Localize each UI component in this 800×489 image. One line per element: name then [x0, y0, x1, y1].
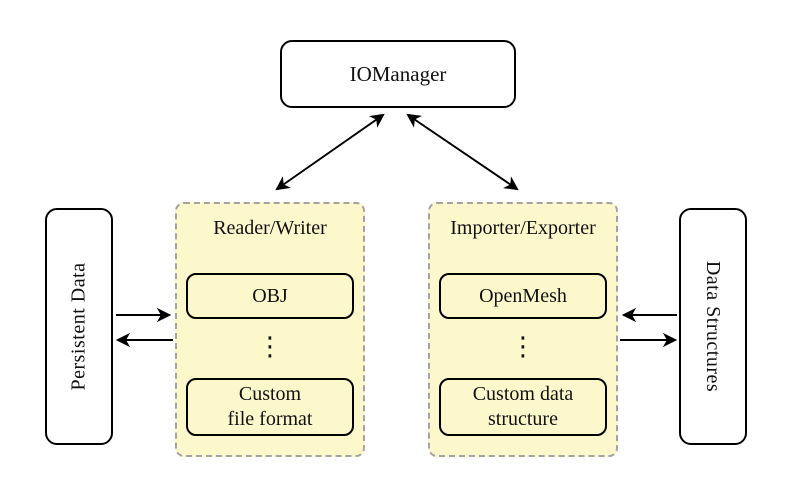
- arrow-iomanager-readerwriter: [275, 113, 385, 191]
- vertical-ellipsis-icon: ⋮: [257, 332, 283, 362]
- node-data-structures: Data Structures: [679, 208, 747, 445]
- node-obj: OBJ: [186, 273, 354, 319]
- node-persistent-data-label: Persistent Data: [67, 262, 90, 391]
- node-iomanager-label: IOManager: [349, 61, 447, 86]
- node-obj-label: OBJ: [252, 284, 288, 307]
- node-iomanager: IOManager: [280, 40, 516, 108]
- arrow-iomanager-importerexporter: [406, 113, 519, 191]
- node-openmesh-label: OpenMesh: [479, 284, 567, 307]
- node-custom-data-structure: Custom data structure: [439, 378, 607, 436]
- node-custom-file-format-label: Custom file format: [227, 383, 313, 430]
- panel-reader-writer: Reader/Writer OBJ ⋮ Custom file format: [175, 202, 365, 457]
- panel-importer-exporter-title: Importer/Exporter: [450, 217, 596, 239]
- panel-importer-exporter: Importer/Exporter OpenMesh ⋮ Custom data…: [428, 202, 618, 457]
- panel-reader-writer-title: Reader/Writer: [213, 217, 327, 239]
- node-data-structures-label: Data Structures: [702, 260, 725, 393]
- node-persistent-data: Persistent Data: [45, 208, 113, 445]
- vertical-ellipsis-icon: ⋮: [510, 332, 536, 362]
- node-openmesh: OpenMesh: [439, 273, 607, 319]
- node-custom-file-format: Custom file format: [186, 378, 354, 436]
- node-custom-data-structure-label: Custom data structure: [472, 383, 574, 430]
